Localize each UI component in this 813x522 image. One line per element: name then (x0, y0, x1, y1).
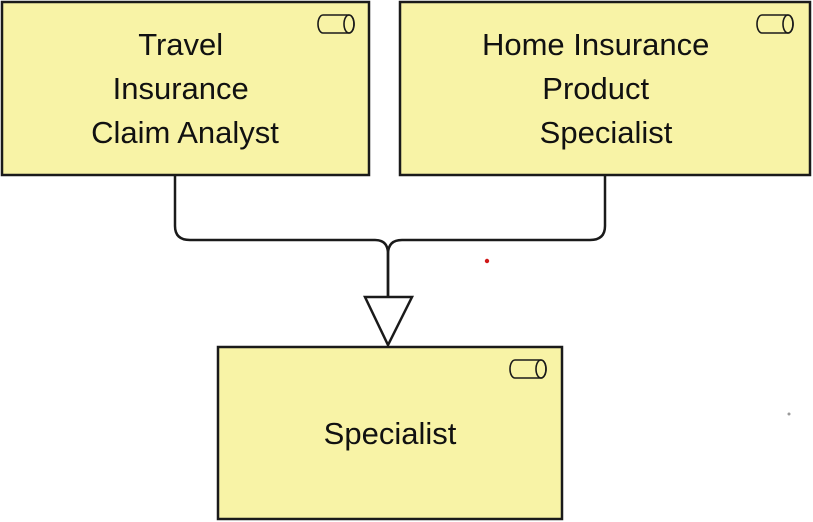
business-role-icon (317, 14, 355, 34)
node-home-insurance-product-specialist[interactable]: Home Insurance Product Specialist (398, 0, 812, 177)
node-label-line: Product (542, 71, 649, 106)
node-label-line: Home Insurance (482, 27, 709, 62)
node-label-line: Insurance (113, 71, 249, 106)
stray-dot (787, 412, 791, 416)
svg-text:Specialist: Specialist (324, 416, 457, 451)
node-label-line: Specialist (324, 416, 457, 451)
connector-from-home[interactable] (386, 176, 607, 297)
node-travel-insurance-claim-analyst[interactable]: Travel Insurance Claim Analyst (0, 0, 371, 177)
connector-from-travel[interactable] (173, 176, 390, 297)
stray-dot (484, 258, 490, 264)
node-specialist[interactable]: Specialist (216, 345, 564, 521)
node-box[interactable] (216, 345, 564, 521)
node-label-line: Specialist (540, 115, 673, 150)
node-label-line: Travel (138, 27, 223, 62)
node-label-line: Claim Analyst (91, 115, 279, 150)
specialization-connector[interactable] (173, 176, 607, 297)
business-role-icon (756, 14, 794, 34)
node-box[interactable] (398, 0, 812, 177)
specialization-arrowhead (363, 295, 415, 348)
business-role-icon (509, 359, 547, 379)
node-box[interactable] (0, 0, 371, 177)
svg-text:Travel Insurance C: Travel Insurance Claim Analyst (91, 27, 279, 150)
svg-text:Home Insurance Product: Home Insurance Product Specialist (482, 27, 718, 150)
